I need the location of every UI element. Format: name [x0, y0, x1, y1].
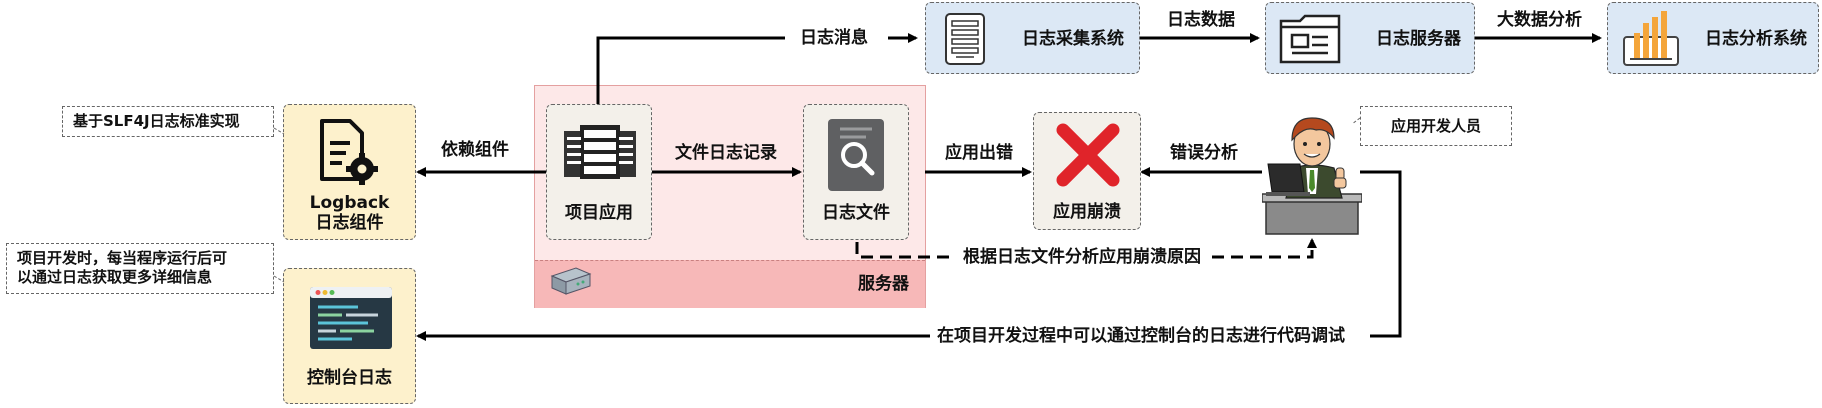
server-bar: [535, 260, 925, 308]
edge-label-crash-reason: 根据日志文件分析应用崩溃原因: [963, 247, 1201, 267]
log-collect-node: 日志采集系统: [925, 2, 1140, 74]
app-crash-label: 应用崩溃: [1053, 202, 1121, 222]
log-server-node: 日志服务器: [1265, 2, 1475, 74]
note-detail: 项目开发时，每当程序运行后可 以通过日志获取更多详细信息: [6, 243, 274, 294]
project-app-node: 项目应用: [546, 104, 652, 240]
console-log-label: 控制台日志: [307, 368, 392, 388]
project-app-label: 项目应用: [565, 203, 633, 223]
edge-console-debug: [1360, 170, 1402, 338]
edge-label-big-data: 大数据分析: [1497, 10, 1582, 30]
edge-log-message: [596, 36, 785, 104]
console-window-icon: [308, 285, 394, 355]
edge-label-depends: 依赖组件: [441, 140, 509, 160]
note-slf4j: 基于SLF4J日志标准实现: [62, 106, 274, 137]
document-gear-icon: [318, 117, 382, 191]
log-analysis-label: 日志分析系统: [1705, 29, 1807, 49]
note-slf4j-text: 基于SLF4J日志标准实现: [73, 112, 240, 130]
logback-label-1: Logback: [309, 193, 390, 213]
server-unit-icon: [940, 12, 990, 70]
log-file-label: 日志文件: [822, 203, 890, 223]
edge-label-log-data: 日志数据: [1167, 10, 1235, 30]
console-log-node: 控制台日志: [283, 268, 416, 404]
edge-label-console-debug: 在项目开发过程中可以通过控制台的日志进行代码调试: [937, 326, 1345, 346]
edge-crash-reason: [855, 242, 950, 259]
folder-document-icon: [1278, 13, 1342, 69]
note-developer-text: 应用开发人员: [1390, 117, 1481, 135]
log-collect-label: 日志采集系统: [1022, 29, 1124, 49]
log-analysis-node: 日志分析系统: [1607, 2, 1819, 74]
edge-label-app-error: 应用出错: [945, 143, 1013, 163]
note-detail-line2: 以通过日志获取更多详细信息: [17, 268, 213, 286]
server-label: 服务器: [858, 274, 909, 294]
app-crash-node: 应用崩溃: [1033, 112, 1141, 230]
log-server-label: 日志服务器: [1376, 29, 1461, 49]
server-hardware-icon: [548, 264, 594, 300]
logback-label-2: 日志组件: [315, 213, 384, 233]
bar-chart-icon: [1618, 9, 1684, 73]
edge-label-file-record: 文件日志记录: [675, 143, 777, 163]
developer-laptop-icon: [1261, 106, 1363, 240]
note-detail-line1: 项目开发时，每当程序运行后可: [17, 249, 228, 267]
note-developer: 应用开发人员: [1360, 106, 1512, 146]
logback-node: Logback 日志组件: [283, 104, 416, 240]
edge-label-error-analysis: 错误分析: [1170, 143, 1238, 163]
edge-label-log-message: 日志消息: [800, 28, 868, 48]
red-cross-icon: [1055, 122, 1121, 192]
log-file-node: 日志文件: [803, 104, 909, 240]
server-rack-icon: [562, 123, 638, 185]
document-search-icon: [826, 117, 886, 197]
